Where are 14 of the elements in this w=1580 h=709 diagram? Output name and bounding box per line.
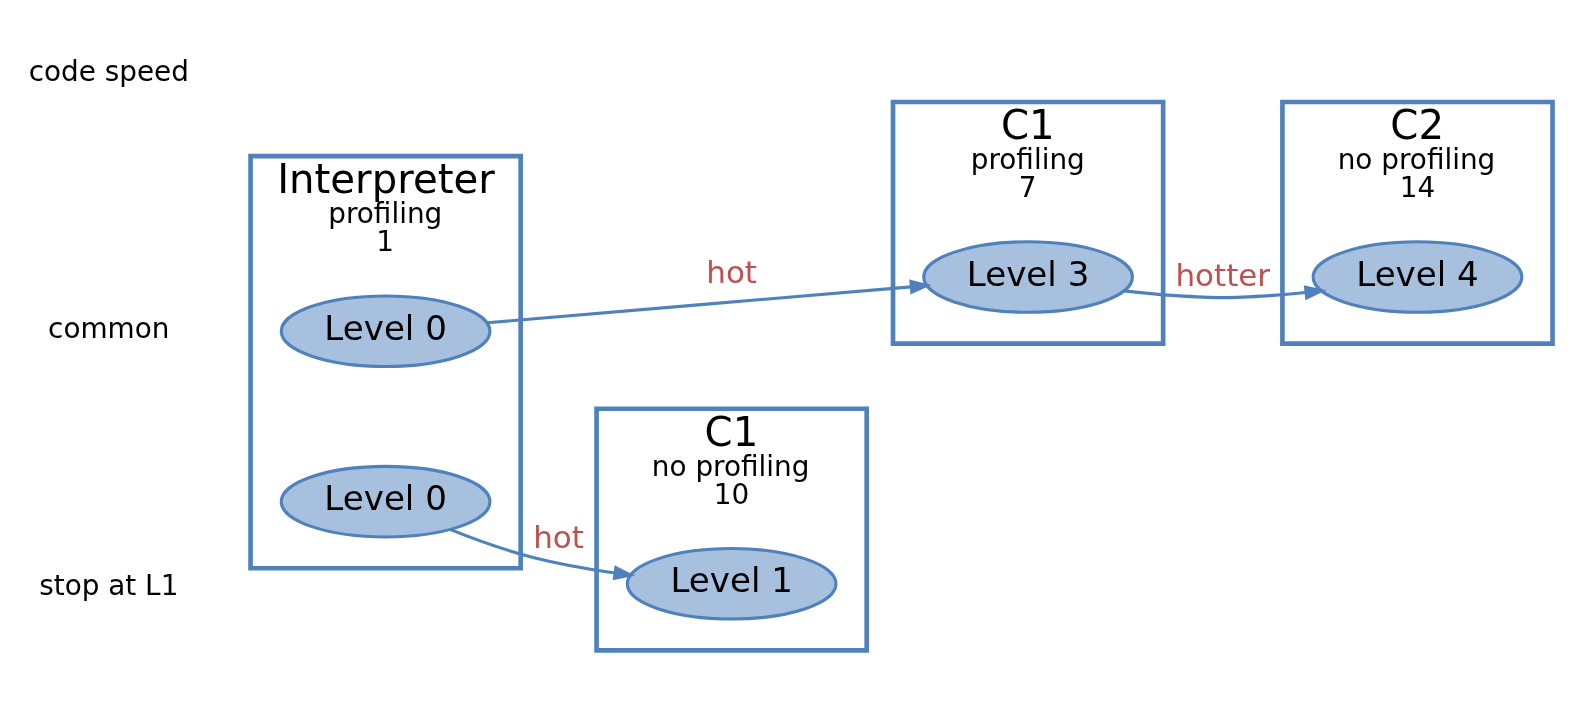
arrow: [1123, 285, 1327, 301]
node-ellipse: Level 3: [922, 240, 1134, 314]
node-ellipse: Level 1: [625, 547, 838, 621]
label: common: [48, 312, 170, 346]
node-ellipse: Level 0: [279, 464, 492, 539]
edge-label: hotter: [1175, 257, 1271, 294]
edge-label: hot: [533, 519, 584, 556]
label: code speed: [28, 54, 189, 88]
edge-label: hot: [706, 254, 757, 291]
arrow: [449, 527, 636, 581]
label: stop at L1: [39, 569, 179, 603]
node-ellipse: Level 4: [1311, 240, 1524, 314]
arrow: [486, 279, 932, 325]
node-ellipse: Level 0: [279, 294, 492, 369]
